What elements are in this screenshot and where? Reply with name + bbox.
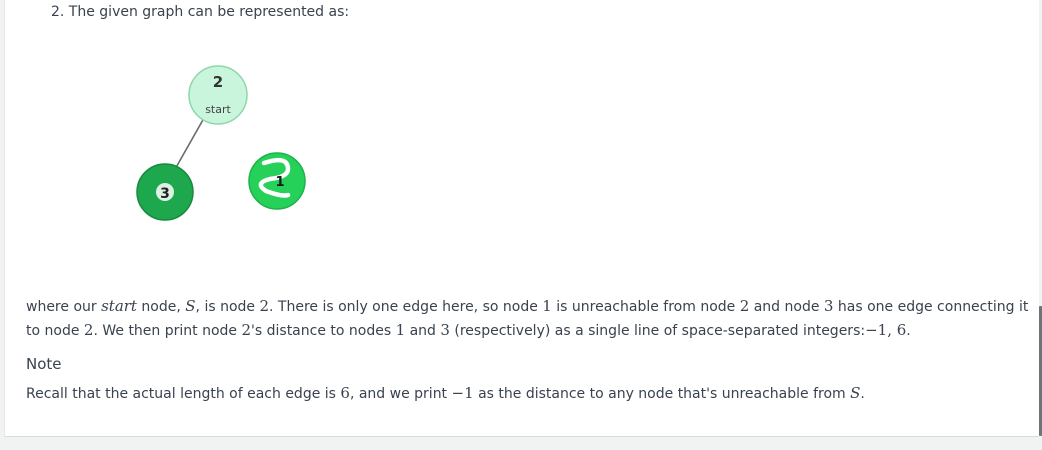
text: (respectively) as a single line of space… <box>449 323 866 339</box>
text: . <box>906 323 911 339</box>
example-heading: 2. The given graph can be represented as… <box>51 4 350 20</box>
text: , is node <box>195 299 260 315</box>
math-number: 1 <box>395 321 406 339</box>
node-1: 1 <box>248 152 306 210</box>
math-S: S <box>185 297 196 315</box>
scrollbar-thumb[interactable] <box>1039 306 1042 436</box>
node-2-label: 2 <box>213 73 223 91</box>
edge-2-3 <box>173 110 209 172</box>
math-number: 1 <box>542 297 552 315</box>
node-1-scribble <box>258 157 291 198</box>
node-3-label: 3 <box>160 186 170 202</box>
node-2: 2 start <box>188 65 248 125</box>
explanation-paragraph: where our start node, S, is node 2. Ther… <box>26 295 1031 343</box>
text: and node <box>749 299 824 315</box>
text: Recall that the actual length of each ed… <box>26 386 341 402</box>
math-number: 3 <box>440 321 450 339</box>
math-number: 2 <box>83 321 94 339</box>
math-number: 2 <box>259 297 270 315</box>
text: has one edge connecting it to node <box>26 299 1029 339</box>
node-1-circle <box>248 152 306 210</box>
node-2-sublabel: start <box>205 103 231 116</box>
node-3: 3 <box>136 163 194 221</box>
text: 's distance to nodes <box>251 323 396 339</box>
text: . We then print node <box>93 323 242 339</box>
note-title: Note <box>26 355 62 373</box>
node-2-circle <box>188 65 248 125</box>
math-edge-length: 6 <box>340 384 350 402</box>
content-panel: 2. The given graph can be represented as… <box>4 0 1039 437</box>
node-3-highlight <box>156 183 174 201</box>
text: node, <box>136 299 186 315</box>
graph-figure: 2 start 3 1 <box>26 37 420 279</box>
text: . <box>860 386 865 402</box>
math-number: 3 <box>823 297 834 315</box>
text: , and we print <box>349 386 452 402</box>
math-number: 2 <box>241 321 252 339</box>
text: and <box>405 323 441 339</box>
note-paragraph: Recall that the actual length of each ed… <box>26 382 1031 405</box>
text: as the distance to any node that's unrea… <box>473 386 851 402</box>
math-result: −1, 6 <box>865 321 907 339</box>
math-unreachable: −1 <box>451 384 474 402</box>
text: . There is only one edge here, so node <box>269 299 543 315</box>
math-start: start <box>101 297 137 315</box>
math-number: 2 <box>739 297 750 315</box>
graph-svg: 2 start 3 1 <box>136 65 306 221</box>
node-1-label: 1 <box>275 175 284 190</box>
text: where our <box>26 299 102 315</box>
text: is unreachable from node <box>551 299 740 315</box>
math-S: S <box>850 384 861 402</box>
